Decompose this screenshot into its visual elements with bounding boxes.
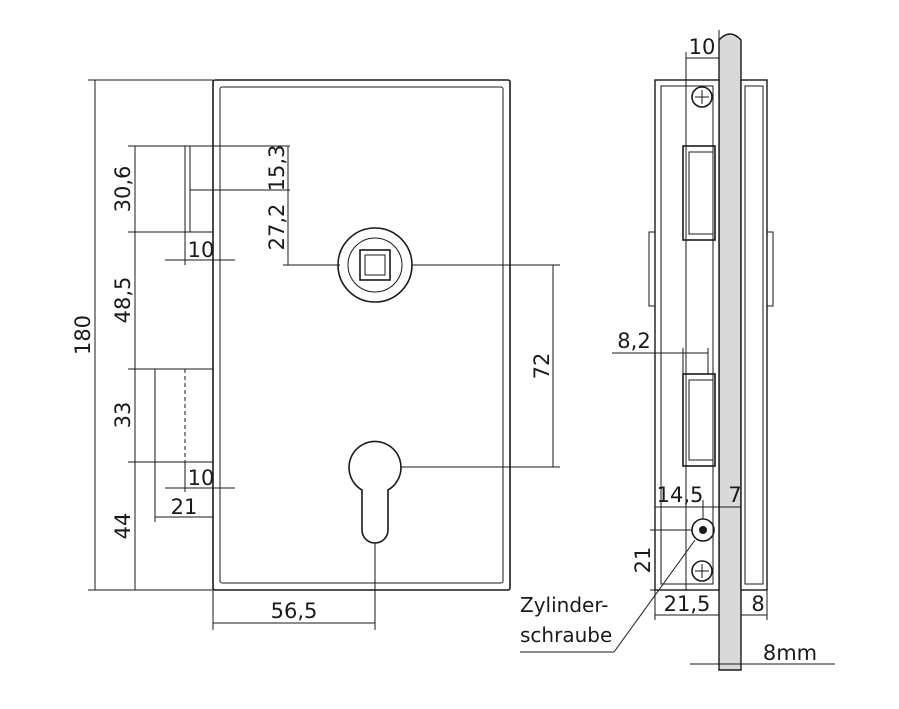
dim-screw-offset: 14,5 [657,483,704,507]
dim-glass: 8mm [763,641,817,665]
dim-upper-gap: 48,5 [111,277,135,324]
dim-lower-bolt: 33 [111,402,135,429]
side-upper-latch [682,145,716,241]
dim-screw-edge: 7 [728,483,741,507]
screw-top-icon [691,86,713,108]
front-view: 180 30,6 48,5 33 44 10 10 21 15,3 27,2 7… [71,79,560,630]
dim-latch-width: 8,2 [617,329,650,353]
dim-case-depth: 21,5 [664,592,711,616]
side-case [654,79,720,591]
dim-faceplate: 10 [689,35,716,59]
dim-upper-bolt-depth: 10 [188,238,215,262]
cylinder-hole [348,440,402,544]
lower-bolt [154,368,214,463]
dim-height-total: 180 [71,315,95,355]
lock-body-outer [212,79,511,591]
lock-body-inner [219,86,504,584]
dim-bottom: 44 [111,513,135,540]
dim-backset: 56,5 [271,599,318,623]
dim-screw-height: 21 [631,547,655,574]
screw-bottom-icon [691,560,713,582]
upper-bolt [184,145,214,233]
dim-upper-bolt: 30,6 [111,166,135,213]
glass-pane [718,33,742,671]
side-view: 10 8,2 14,5 7 21 21,5 8 8mm Zylinder- sc… [520,30,835,671]
dim-cover: 8 [751,592,764,616]
dim-follower-offset: 27,2 [265,204,289,251]
dim-lower-bolt-offset: 21 [171,495,198,519]
label-screw-line1: Zylinder- [520,593,609,617]
label-screw-line2: schraube [520,623,612,647]
follower [337,227,413,303]
dim-center-distance: 72 [530,353,554,380]
side-lower-latch [682,373,716,467]
dim-lower-bolt-depth: 10 [188,466,215,490]
dim-top-to-follower: 15,3 [265,145,289,192]
